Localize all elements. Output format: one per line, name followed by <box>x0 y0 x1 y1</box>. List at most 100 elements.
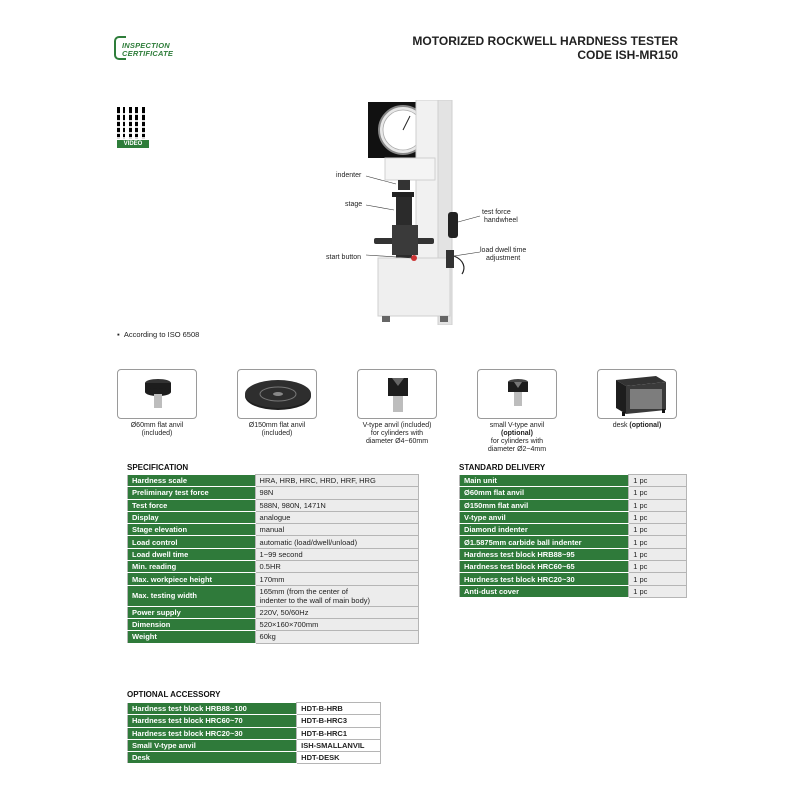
qr-label: VIDEO <box>117 140 149 148</box>
spec-value: analogue <box>254 510 420 525</box>
accessory-small-v-type-anvil: small V-type anvil (optional) for cylind… <box>477 369 557 454</box>
optional-accessory-heading: OPTIONAL ACCESSORY <box>127 690 221 699</box>
qr-code-icon <box>117 107 149 139</box>
accessory-3-line3: diameter Ø4~60mm <box>365 438 429 445</box>
accessory-4-line1: small V-type anvil <box>489 422 545 429</box>
option-key: Hardness test block HRC60~70 <box>126 714 298 728</box>
accessory-5-optional: (optional) <box>629 422 662 429</box>
callout-test-force-l2: handwheel <box>484 217 518 224</box>
delivery-key: Anti-dust cover <box>458 584 630 598</box>
start-button-icon <box>411 255 417 261</box>
accessory-desk: desk (optional) <box>597 369 677 430</box>
spec-value: automatic (load/dwell/unload) <box>254 535 420 549</box>
standard-note: ▪ According to ISO 6508 <box>117 330 199 339</box>
callout-test-force-l1: test force <box>482 209 511 216</box>
callout-indenter: indenter <box>336 172 362 179</box>
delivery-key: Diamond indenter <box>458 523 630 537</box>
callout-start-button: start button <box>326 254 362 261</box>
logo-bracket-icon <box>114 36 126 60</box>
delivery-key: Ø60mm flat anvil <box>458 486 630 500</box>
callout-stage: stage <box>345 201 363 208</box>
accessory-4-line3: for cylinders with <box>490 438 544 445</box>
option-value: ISH-SMALLANVIL <box>296 738 381 753</box>
accessory-flat-anvil-150: Ø150mm flat anvil (included) <box>237 369 317 438</box>
option-key: Small V-type anvil <box>126 738 298 753</box>
spec-key: Stage elevation <box>127 523 256 537</box>
logo-line2: CERTIFICATE <box>122 49 174 58</box>
spec-value: 0.5HR <box>254 560 420 574</box>
spec-key: Power supply <box>127 605 256 619</box>
accessory-2-line2: (included) <box>261 430 293 437</box>
spec-value-line1: 165mm (from the center of <box>259 586 348 596</box>
spec-value: 170mm <box>254 572 420 586</box>
flat-anvil-60-icon <box>145 379 171 408</box>
delivery-value: 1 pc <box>628 535 687 549</box>
delivery-key: Hardness test block HRC60~65 <box>458 560 630 574</box>
logo-line1: INSPECTION <box>122 41 170 50</box>
delivery-value: 1 pc <box>628 584 687 598</box>
spec-value: 1~99 second <box>254 547 420 562</box>
delivery-value: 1 pc <box>628 523 687 537</box>
delivery-value: 1 pc <box>628 547 687 562</box>
callout-dwell-l1: load dwell time <box>480 247 527 254</box>
spec-value-line2: indenter to the wall of main body) <box>259 595 371 605</box>
inspection-certificate-logo: INSPECTION CERTIFICATE <box>114 36 194 60</box>
delivery-key: V-type anvil <box>458 510 630 525</box>
standard-delivery-heading: STANDARD DELIVERY <box>459 463 546 472</box>
delivery-value: 1 pc <box>628 498 687 512</box>
spec-key: Min. reading <box>127 560 256 574</box>
handwheel-shape <box>448 212 458 238</box>
delivery-key: Ø150mm flat anvil <box>458 498 630 512</box>
callout-test-force: test force handwheel <box>482 209 518 225</box>
spec-key: Load control <box>127 535 256 549</box>
indenter-shape <box>398 180 410 190</box>
standard-note-text: According to ISO 6508 <box>123 330 200 339</box>
accessory-v-type-anvil: V-type anvil (included) for cylinders wi… <box>357 369 437 446</box>
spec-value: 60kg <box>254 630 420 644</box>
accessory-3-line2: for cylinders with <box>370 430 424 437</box>
spec-value: 220V, 50/60Hz <box>254 605 420 619</box>
accessory-4-line4: diameter Ø2~4mm <box>487 446 547 453</box>
specification-heading: SPECIFICATION <box>127 463 189 472</box>
document-title: MOTORIZED ROCKWELL HARDNESS TESTER CODE … <box>412 34 678 62</box>
spec-key: Hardness scale <box>127 473 256 488</box>
delivery-value: 1 pc <box>628 560 687 574</box>
hardness-tester-image <box>365 100 481 325</box>
delivery-value: 1 pc <box>628 572 687 586</box>
product-name: MOTORIZED ROCKWELL HARDNESS TESTER <box>412 34 678 48</box>
video-qr-code[interactable]: VIDEO <box>117 107 149 148</box>
bullet-icon: ▪ <box>117 330 120 339</box>
small-v-anvil-icon <box>508 379 528 406</box>
flat-anvil-150-icon <box>245 380 311 410</box>
option-key: Desk <box>126 751 298 765</box>
spec-key: Max. workpiece height <box>127 572 256 586</box>
accessory-3-line1: V-type anvil (included) <box>362 422 432 429</box>
spec-key: Test force <box>127 498 256 512</box>
spec-key: Dimension <box>127 617 256 632</box>
spec-value: manual <box>254 523 420 537</box>
